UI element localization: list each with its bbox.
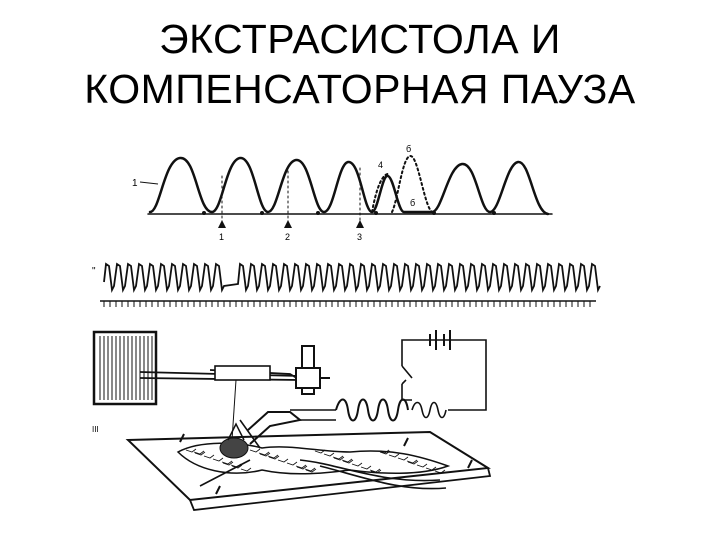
frog-texture-stroke: [295, 464, 307, 469]
second-trace-label: ": [92, 266, 96, 277]
frog-texture-stroke: [296, 465, 308, 470]
frog-texture-stroke: [267, 454, 279, 459]
wave-label-peak: б: [406, 144, 411, 154]
frog-texture-stroke: [379, 450, 391, 455]
kymograph-drum: [92, 330, 158, 406]
frog-texture-stroke: [323, 452, 335, 457]
electrode-holder: [247, 411, 303, 445]
stim-label-1: 1: [219, 232, 224, 242]
stim-label-3: 3: [357, 232, 362, 242]
wave-label-4: 4: [378, 160, 383, 170]
frog-texture-stroke: [231, 464, 243, 469]
slide-title: ЭКСТРАСИСТОЛА И КОМПЕНСАТОРНАЯ ПАУЗА: [0, 14, 720, 114]
frog-texture-stroke: [305, 468, 317, 473]
frog-texture-stroke: [185, 448, 197, 453]
frog-board: [125, 430, 491, 502]
frog-texture-stroke: [230, 463, 242, 468]
frog-texture-stroke: [277, 458, 289, 463]
frog-texture-stroke: [193, 450, 205, 455]
time-marks: [202, 211, 496, 228]
frog-texture-stroke: [416, 463, 428, 468]
frog-body: [176, 442, 451, 475]
apparatus-label: III: [92, 425, 99, 434]
frog-texture-stroke: [351, 462, 363, 467]
frog-texture-stroke: [397, 456, 409, 461]
myogram-top: [147, 154, 553, 223]
trace-pointer: [139, 181, 159, 185]
primary-coil: [335, 398, 409, 422]
frog-texture-stroke: [314, 449, 326, 454]
secondary-coil: [411, 401, 447, 419]
frog-texture-stroke: [212, 457, 224, 462]
frog-texture-stroke: [249, 448, 261, 453]
stand-clamp: [295, 367, 321, 389]
frog-legs: [199, 419, 447, 490]
frog-texture-stroke: [342, 459, 354, 464]
board-pins: [179, 433, 473, 495]
frog-texture-stroke: [203, 454, 215, 459]
extrasystole-dotted: [371, 154, 433, 213]
circuit-wires: [401, 339, 487, 411]
apparatus: [92, 330, 492, 511]
trace-label: 1: [132, 178, 138, 189]
frog-texture-stroke: [360, 465, 372, 470]
stim-label-2: 2: [285, 232, 290, 242]
lever-holder: [214, 365, 271, 381]
myogram-trace: [148, 156, 550, 216]
electrode-wires: [290, 409, 336, 421]
frog-texture-stroke: [425, 466, 437, 471]
title-line-2: КОМПЕНСАТОРНАЯ ПАУЗА: [84, 66, 636, 112]
frog-texture-stroke: [434, 469, 446, 474]
key-switch: [401, 365, 413, 385]
frog-texture-stroke: [333, 456, 345, 461]
frog-texture-stroke: [259, 452, 271, 457]
frog-texture-stroke: [369, 468, 381, 473]
fast-trace: [103, 262, 601, 294]
frog-texture-stroke: [378, 449, 390, 454]
frog-heart: [219, 437, 249, 459]
frog-texture-stroke: [258, 451, 270, 456]
frog-texture-stroke: [406, 459, 418, 464]
frog-texture-stroke: [332, 455, 344, 460]
drum-hatching: [99, 336, 153, 400]
frog-texture-stroke: [304, 467, 316, 472]
frog-texture-stroke: [388, 453, 400, 458]
title-line-1: ЭКСТРАСИСТОЛА И: [159, 16, 561, 62]
board-edge: [189, 467, 492, 511]
frog-texture: [185, 448, 446, 474]
heart-clamp: [227, 422, 245, 441]
frog-texture-stroke: [222, 461, 234, 466]
frog-texture-stroke: [286, 461, 298, 466]
second-ticks: [103, 301, 591, 307]
frog-texture-stroke: [370, 469, 382, 474]
frog-texture-stroke: [407, 460, 419, 465]
frog-texture-stroke: [221, 460, 233, 465]
frog-texture-stroke: [194, 451, 206, 456]
frog-texture-stroke: [268, 455, 280, 460]
frog-texture-stroke: [341, 458, 353, 463]
wave-label-low: б: [410, 198, 415, 208]
frog-texture-stroke: [240, 467, 252, 472]
battery: [429, 330, 451, 350]
myogram-second: [100, 262, 601, 307]
